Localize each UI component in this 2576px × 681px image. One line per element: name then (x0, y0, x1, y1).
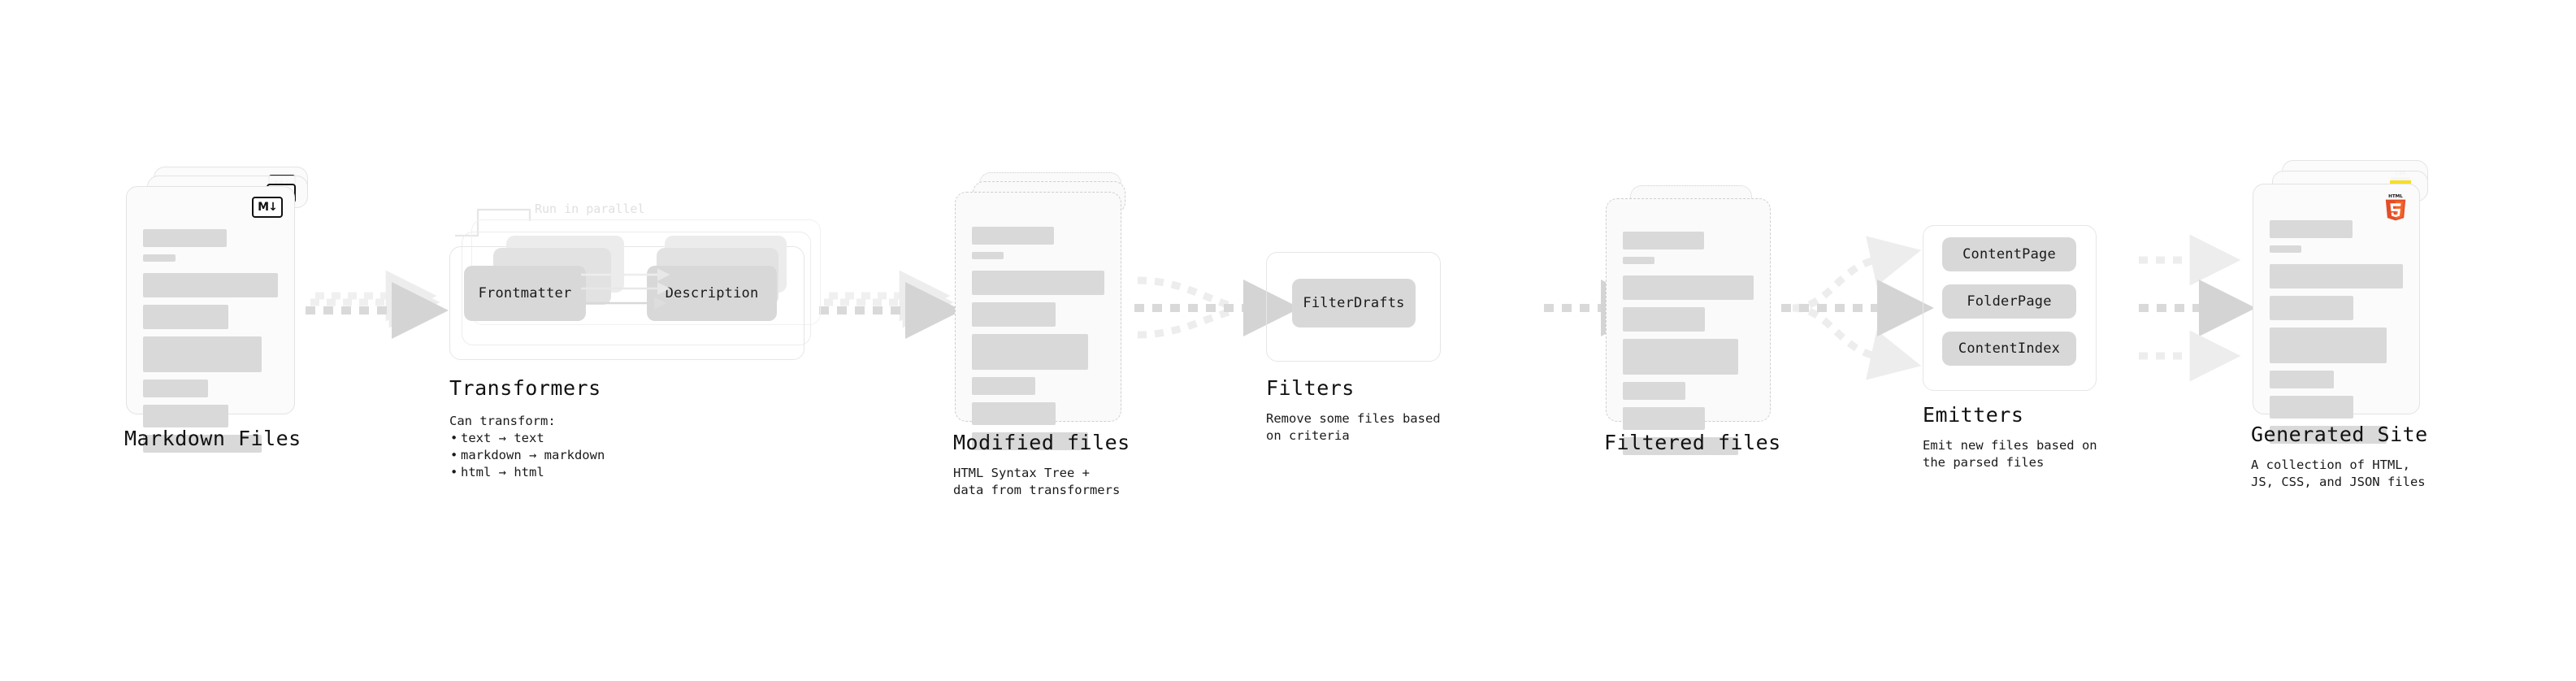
transformers-box-back-1 (462, 232, 811, 345)
skeleton-bar (1623, 275, 1754, 300)
skeleton-bar (972, 302, 1056, 327)
generated-site-stack: CSS HTML (2253, 160, 2448, 444)
svg-text:HTML: HTML (2388, 194, 2403, 199)
skeleton-bar (2270, 296, 2354, 320)
skeleton-bar (1623, 382, 1686, 400)
emitter-chip-contentpage[interactable]: ContentPage (1942, 237, 2076, 271)
skeleton-bar (2270, 327, 2387, 363)
stage-title-filters: Filters (1266, 376, 1355, 400)
skeleton-bar (972, 377, 1036, 395)
skeleton-bar (2270, 371, 2334, 388)
emitters-box (1923, 225, 2097, 391)
stage-subtitle-filters: Remove some files based on criteria (1266, 411, 1441, 443)
skeleton-bar (1623, 437, 1738, 455)
skeleton-bars (2270, 220, 2403, 451)
markdown-badge: M↓ (252, 197, 283, 218)
skeleton-bar (1623, 257, 1654, 264)
skeleton-bar (1623, 339, 1738, 375)
skeleton-bar (972, 227, 1055, 245)
stage-title-markdown-files: Markdown Files (124, 427, 301, 450)
emitter-chip-contentindex[interactable]: ContentIndex (1942, 332, 2076, 366)
html5-badge: HTML (2383, 192, 2408, 221)
skeleton-bar (2270, 396, 2354, 419)
skeleton-bars (1623, 232, 1754, 462)
transformers-capabilities-list: text → text markdown → markdown html → h… (449, 430, 605, 481)
arrow-modified-to-filters (1134, 276, 1300, 339)
transformer-inner-arrows (581, 268, 670, 310)
list-item: markdown → markdown (450, 447, 605, 464)
stage-subtitle-generated-site: A collection of HTML, JS, CSS, and JSON … (2251, 458, 2426, 489)
stage-title-emitters: Emitters (1923, 403, 2024, 427)
skeleton-bar (972, 334, 1089, 370)
modified-files-stack (955, 172, 1142, 450)
filtered-files-stack (1606, 185, 1793, 455)
arrow-transformers-to-modified (819, 270, 962, 339)
skeleton-bar (143, 405, 228, 427)
skeleton-bar (143, 336, 262, 372)
stage-subtitle-emitters: Emit new files based on the parsed files (1923, 438, 2097, 470)
stage-subtitle-modified-files: HTML Syntax Tree + data from transformer… (953, 466, 1121, 497)
arrow-filtered-to-emitters (1781, 236, 1934, 380)
skeleton-bar (143, 229, 227, 247)
skeleton-bar (143, 254, 176, 262)
filtered-sheet-front (1606, 198, 1771, 455)
run-in-parallel-label: Run in parallel (535, 202, 645, 216)
emitter-chip-folderpage[interactable]: FolderPage (1942, 284, 2076, 319)
transformers-box-front (449, 246, 804, 360)
skeleton-bar (143, 273, 278, 297)
skeleton-bar (1623, 307, 1706, 332)
stage-title-filtered-files: Filtered files (1604, 431, 1781, 454)
filter-chip-filterdrafts[interactable]: FilterDrafts (1292, 279, 1416, 327)
skeleton-bar (143, 380, 208, 397)
skeleton-bar (2270, 264, 2403, 288)
skeleton-bar (2270, 220, 2353, 238)
transformer-chip-frontmatter[interactable]: Frontmatter (464, 266, 586, 321)
skeleton-bars (972, 227, 1104, 458)
skeleton-bar (1623, 407, 1706, 430)
skeleton-bar (143, 305, 228, 329)
arrow-markdown-to-transformers (306, 270, 449, 339)
list-item: html → html (450, 464, 605, 481)
skeleton-bar (2270, 245, 2302, 253)
markdown-files-stack: M↓ M↓ M↓ (126, 167, 313, 453)
transformers-capabilities-lead: Can transform: (449, 414, 556, 428)
stage-title-modified-files: Modified files (953, 431, 1130, 454)
stage-title-transformers: Transformers (449, 376, 601, 400)
skeleton-bar (972, 271, 1104, 295)
markdown-sheet-front: M↓ (126, 186, 295, 453)
skeleton-bar (143, 435, 262, 453)
skeleton-bar (972, 252, 1004, 259)
skeleton-bar (2270, 426, 2387, 444)
filters-box (1266, 252, 1441, 362)
transformers-capabilities: Can transform: text → text markdown → ma… (449, 413, 605, 481)
skeleton-bar (972, 402, 1056, 425)
skeleton-bar (1623, 232, 1704, 249)
modified-sheet-front (955, 192, 1121, 450)
skeleton-bar (972, 432, 1089, 450)
arrow-emitters-to-site (2139, 234, 2256, 382)
skeleton-bars (143, 229, 278, 460)
site-sheet-html: HTML (2253, 184, 2420, 444)
list-item: text → text (450, 430, 605, 447)
stage-title-generated-site: Generated Site (2251, 423, 2428, 446)
